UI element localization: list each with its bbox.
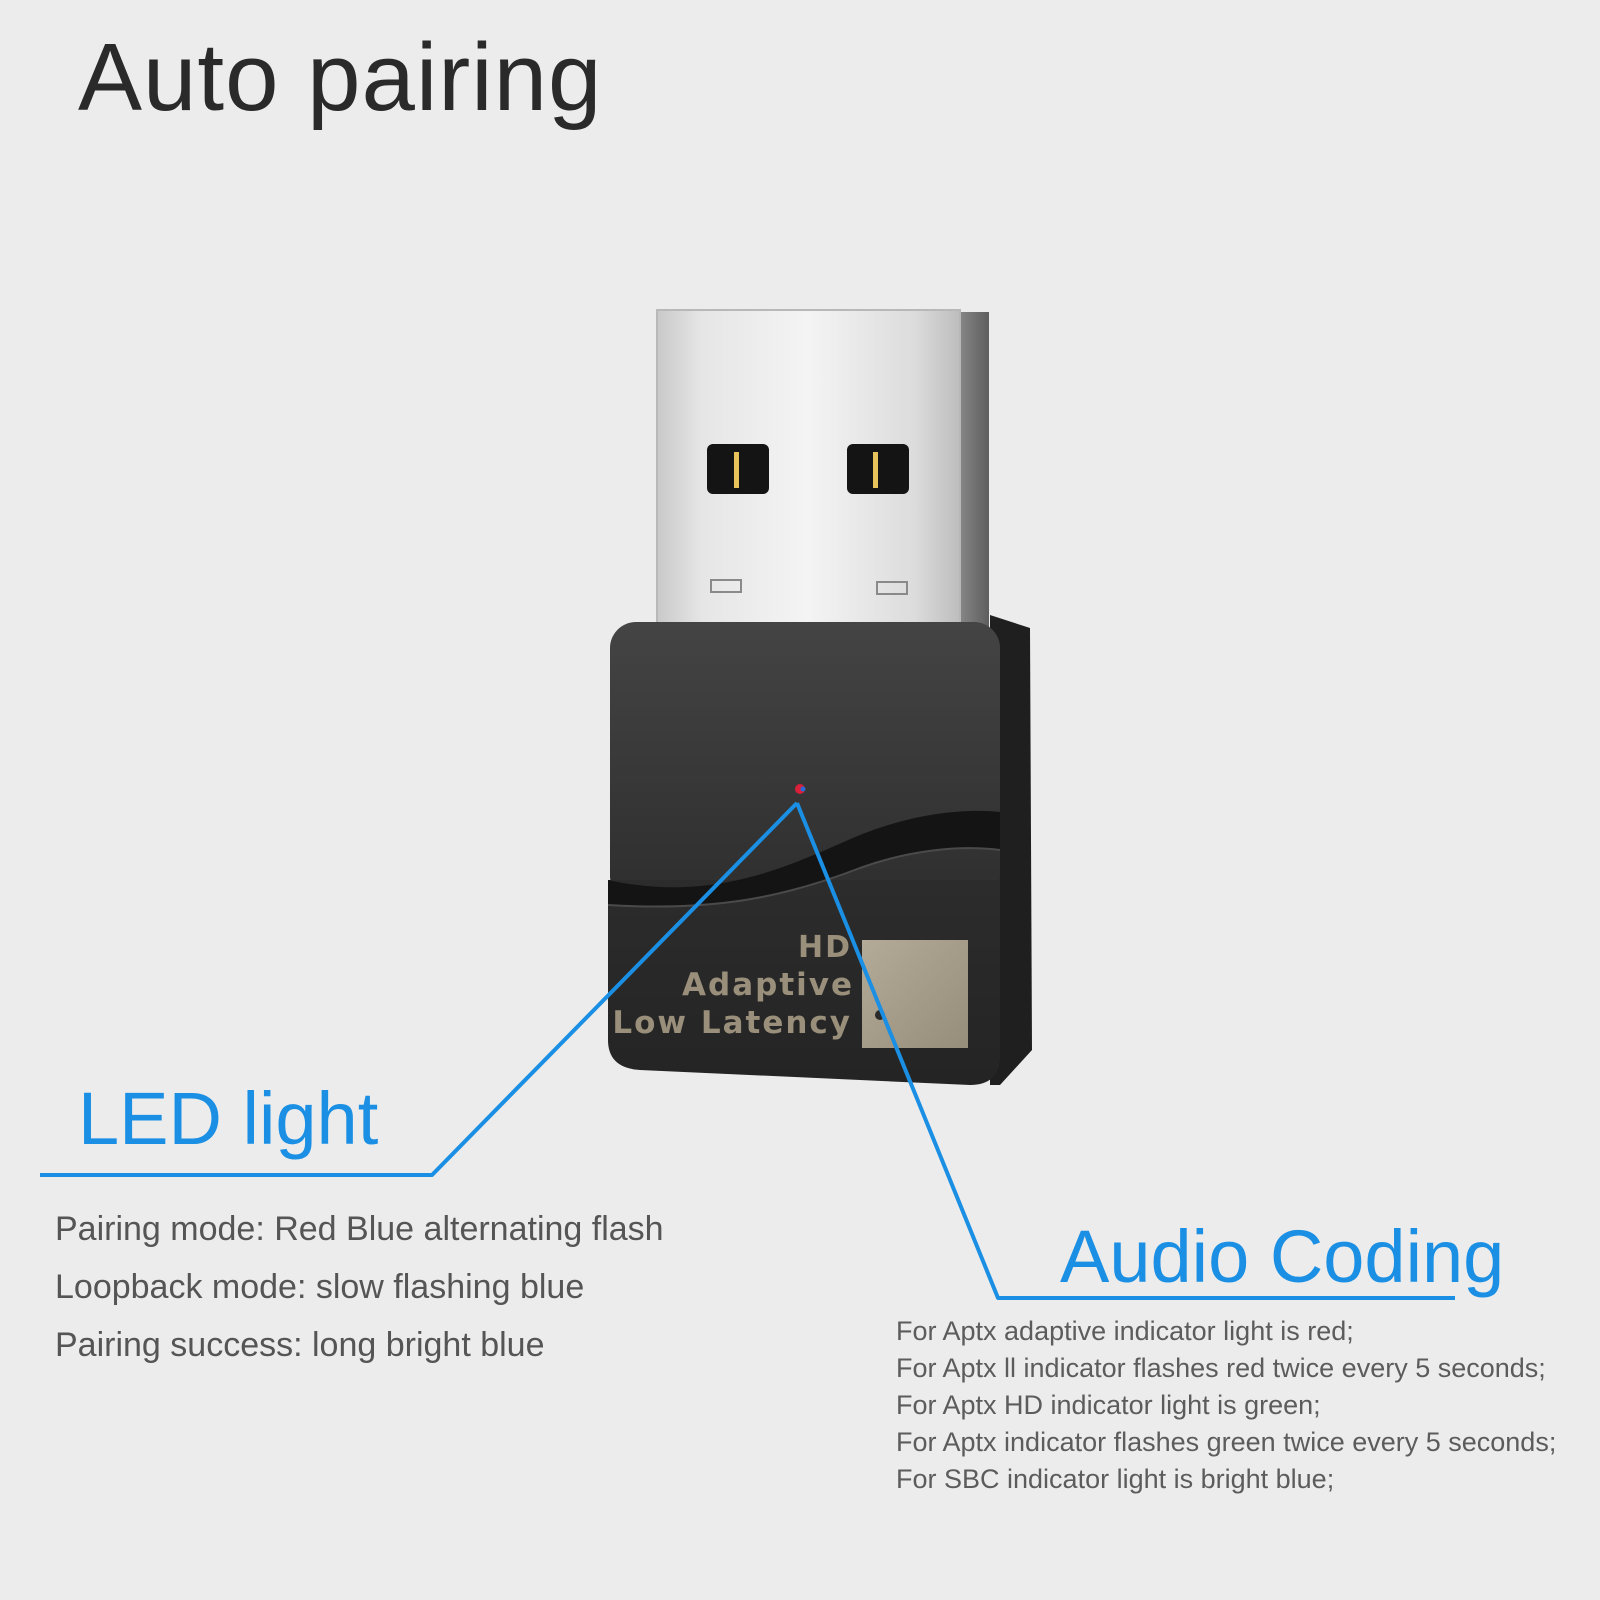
dongle-body xyxy=(607,615,1032,1085)
page-title: Auto pairing xyxy=(78,24,603,131)
dongle-label: HD Adaptive Low Latency xyxy=(612,930,854,1041)
list-item: Pairing success: long bright blue xyxy=(55,1326,545,1364)
led-mode-list: Pairing mode: Red Blue alternating flash… xyxy=(55,1200,664,1374)
gold-plate xyxy=(862,940,968,1048)
usb-contact-left xyxy=(707,444,769,494)
callout-lines xyxy=(40,801,1455,1300)
audio-coding-heading: Audio Coding xyxy=(1060,1215,1505,1298)
led-light-heading: LED light xyxy=(78,1077,379,1160)
list-item: For Aptx adaptive indicator light is red… xyxy=(896,1316,1354,1346)
list-item: For Aptx ll indicator flashes red twice … xyxy=(896,1353,1546,1383)
dongle-label-line-3: Low Latency xyxy=(612,1005,852,1041)
led-callout-line xyxy=(40,801,799,1177)
list-item: Loopback mode: slow flashing blue xyxy=(55,1268,585,1306)
usb-contact-right xyxy=(847,444,909,494)
led-dot xyxy=(795,784,805,794)
audio-coding-list: For Aptx adaptive indicator light is red… xyxy=(896,1313,1556,1498)
dongle-label-line-1: HD xyxy=(798,930,852,965)
list-item: Pairing mode: Red Blue alternating flash xyxy=(55,1210,664,1248)
list-item: For Aptx HD indicator light is green; xyxy=(896,1390,1321,1420)
audio-callout-line xyxy=(795,802,1455,1300)
usb-connector xyxy=(656,309,989,631)
dongle-label-line-2: Adaptive xyxy=(682,967,854,1003)
list-item: For SBC indicator light is bright blue; xyxy=(896,1464,1335,1494)
list-item: For Aptx indicator flashes green twice e… xyxy=(896,1427,1557,1457)
